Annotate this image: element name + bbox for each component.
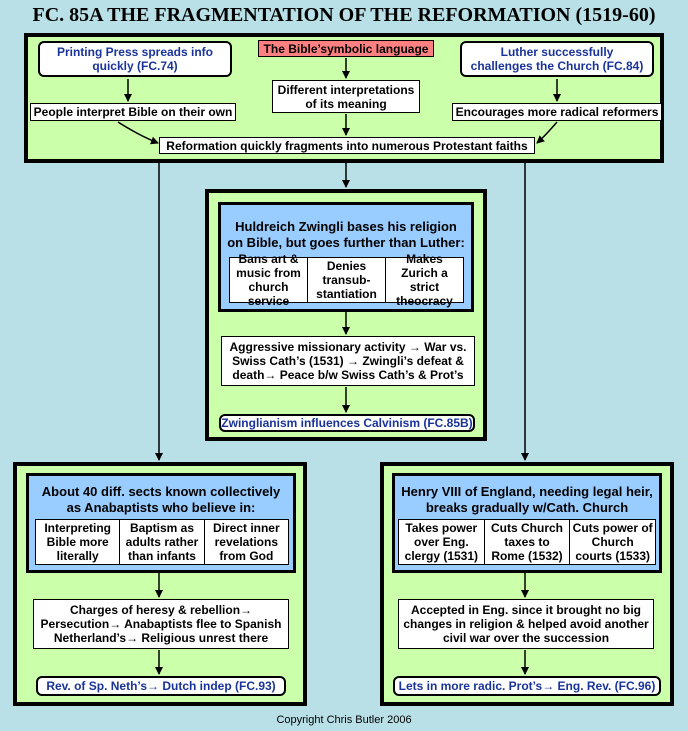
charges-box: Charges of heresy & rebellion→ Persecuti… <box>33 599 289 649</box>
different-interpretations-box: Different interpretations of its meaning <box>272 80 420 113</box>
henry-cell: Cuts power of Church courts (1533) <box>572 521 653 563</box>
henry-headline: Henry VIII of England, needing legal hei… <box>401 484 653 515</box>
printing-press-box: Printing Press spreads info quickly (FC.… <box>38 41 232 77</box>
henry-result-box: Lets in more radic. Prot’s→ Eng. Rev. (F… <box>393 676 661 696</box>
anabaptist-result-box: Rev. of Sp. Neth’s→ Dutch indep (FC.93) <box>36 676 286 696</box>
anabaptist-cell: Direct inner revelations from God <box>212 521 280 563</box>
anabaptist-blue-box: About 40 diff. sects known collectively … <box>26 473 296 573</box>
henry-cell: Takes power over Eng. clergy (1531) <box>399 520 485 564</box>
luther-box: Luther successfully challenges the Churc… <box>460 41 654 77</box>
accepted-box: Accepted in Eng. since it brought no big… <box>398 599 654 649</box>
missionary-box: Aggressive missionary activity → War vs.… <box>221 336 475 386</box>
fragments-box: Reformation quickly fragments into numer… <box>159 137 535 154</box>
interpret-own-box: People interpret Bible on their own <box>30 103 236 121</box>
zwingli-headline: Huldreich Zwingli bases his religion on … <box>227 219 465 250</box>
page-title: FC. 85A THE FRAGMENTATION OF THE REFORMA… <box>32 4 656 26</box>
anabaptist-cell: Interpreting Bible more literally <box>36 520 121 564</box>
henry-cells: Takes power over Eng. clergy (1531) Cuts… <box>398 519 656 565</box>
zwingli-cell: Denies transub-stantiation <box>308 258 386 302</box>
anabaptist-cell: Baptism as adults rather than infants <box>120 520 205 564</box>
bible-language-box: The Bible’symbolic language <box>258 40 434 57</box>
radical-reformers-box: Encourages more radical reformers <box>452 103 662 121</box>
arrow <box>536 121 558 144</box>
zwingli-result-box: Zwinglianism influences Calvinism (FC.85… <box>219 414 475 432</box>
arrow <box>117 121 159 145</box>
henry-cell: Cuts Church taxes to Rome (1532) <box>485 520 571 564</box>
anabaptist-headline: About 40 diff. sects known collectively … <box>41 484 281 515</box>
henry-blue-box: Henry VIII of England, needing legal hei… <box>392 473 662 573</box>
zwingli-blue-box: Huldreich Zwingli bases his religion on … <box>218 202 474 312</box>
anabaptist-cells: Interpreting Bible more literally Baptis… <box>35 519 289 565</box>
copyright-footer: Copyright Chris Butler 2006 <box>276 714 412 726</box>
